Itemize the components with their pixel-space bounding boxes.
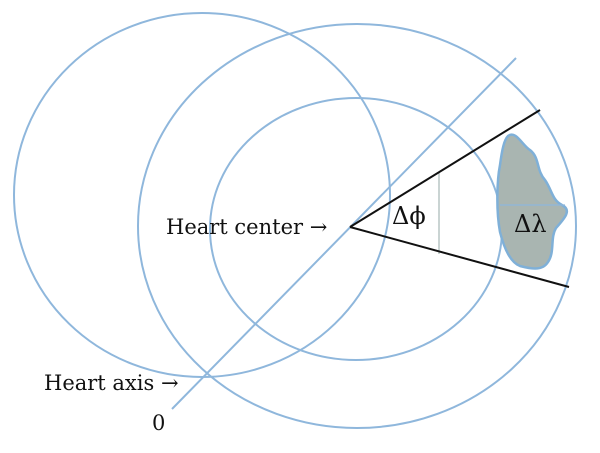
upper-ray xyxy=(349,109,541,228)
zero-label: 0 xyxy=(152,411,165,435)
heart-axis-label: Heart axis → xyxy=(44,371,179,395)
outer-right-contour xyxy=(137,23,577,429)
heart-center-label: Heart center → xyxy=(166,215,327,239)
delta-lambda-label: Δλ xyxy=(514,210,547,238)
heart-axis-line xyxy=(171,57,517,410)
shaded-region xyxy=(496,133,569,270)
delta-phi-label: Δϕ xyxy=(392,202,426,230)
outer-left-contour xyxy=(13,12,391,378)
lower-ray xyxy=(349,226,570,288)
